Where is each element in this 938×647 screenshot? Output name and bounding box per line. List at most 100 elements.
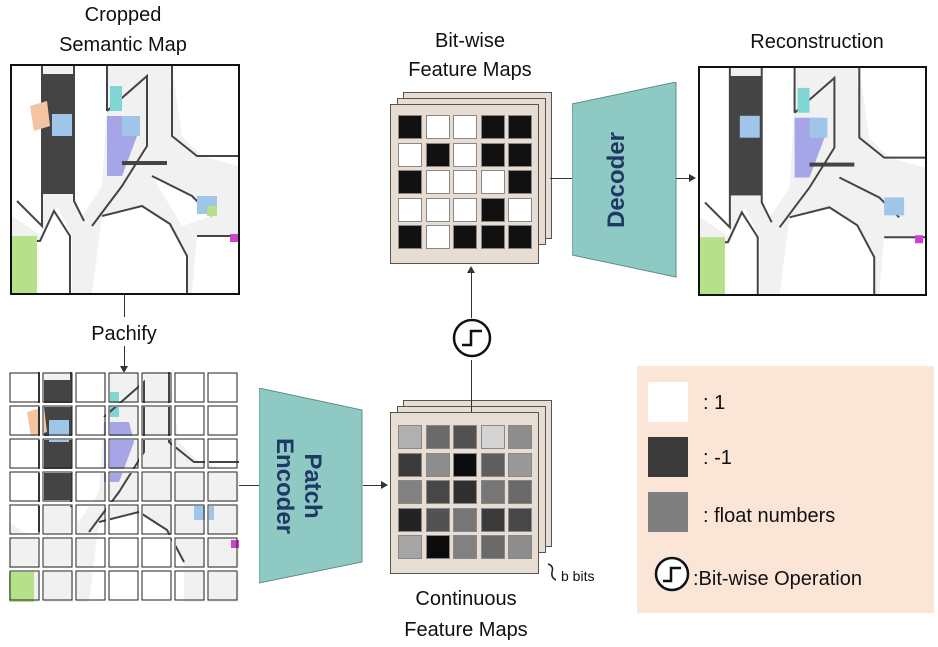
cropped-label-line1: Cropped <box>84 4 162 26</box>
bitwise-cell <box>398 115 422 139</box>
patch-cell <box>141 438 172 469</box>
continuous-label-line1: Continuous <box>415 588 517 610</box>
b-bits-brace <box>547 563 557 581</box>
patch-cell <box>75 372 106 403</box>
continuous-label-line2: Feature Maps <box>404 619 528 641</box>
patch-cell <box>207 570 238 601</box>
patch-cell <box>42 471 73 502</box>
continuous-cell <box>425 452 450 477</box>
legend-gray-text: : float numbers <box>703 505 836 527</box>
maps-up-line-upper <box>471 273 472 318</box>
bitwise-cell <box>480 142 505 167</box>
patch-cell <box>207 537 238 568</box>
bitwise-operation-icon <box>452 318 492 358</box>
b-bits-label: b bits <box>561 568 595 584</box>
patch-cell <box>9 570 40 601</box>
patch-cell <box>42 438 73 469</box>
pachify-connector <box>124 295 125 317</box>
patch-cell <box>108 471 139 502</box>
decoder-to-recon-line <box>676 178 690 179</box>
continuous-cell <box>453 535 477 559</box>
bitwise-cell <box>508 142 532 167</box>
continuous-cell <box>398 480 422 504</box>
patch-cell <box>141 537 172 568</box>
legend-white-swatch <box>648 382 688 422</box>
patch-cell <box>108 570 139 601</box>
bitwise-label-line1: Bit-wise <box>434 30 505 52</box>
legend-black-text: : -1 <box>703 447 732 469</box>
patch-cell <box>174 438 205 469</box>
patch-cell <box>108 438 139 469</box>
patch-cell <box>141 570 172 601</box>
pachify-arrowhead <box>120 366 128 373</box>
bitwise-cell <box>453 197 477 222</box>
bitwise-cell <box>398 197 422 222</box>
bitwise-cell <box>480 225 505 249</box>
patch-cell <box>9 372 40 403</box>
bitwise-to-decoder-line <box>550 178 574 179</box>
patch-cell <box>174 504 205 535</box>
patch-cell <box>207 405 238 436</box>
bitwise-cell <box>508 197 532 222</box>
continuous-cell <box>508 507 532 532</box>
patch-cell <box>75 471 106 502</box>
pachify-label: Pachify <box>91 323 157 345</box>
continuous-cell <box>398 535 422 559</box>
continuous-cell <box>425 535 450 559</box>
reconstruction-image <box>700 68 925 294</box>
bitwise-cell <box>508 170 532 194</box>
continuous-cell <box>480 452 505 477</box>
patch-cell <box>141 471 172 502</box>
continuous-cell <box>398 507 422 532</box>
patch-cell <box>75 405 106 436</box>
bitwise-cell <box>425 197 450 222</box>
patches-to-encoder-line <box>239 485 261 486</box>
bitwise-cell <box>508 115 532 139</box>
patch-cell <box>108 372 139 403</box>
encoder-to-maps-line <box>363 485 383 486</box>
bitwise-cell <box>453 142 477 167</box>
patch-cell <box>75 570 106 601</box>
patch-cell <box>9 471 40 502</box>
continuous-cell <box>480 535 505 559</box>
patch-cell <box>9 504 40 535</box>
continuous-cell <box>453 425 477 449</box>
decoder: Decoder <box>572 82 677 278</box>
bitwise-cell <box>508 225 532 249</box>
patch-encoder-label-line1: Patch <box>299 453 326 518</box>
bitwise-cell <box>425 170 450 194</box>
patch-cell <box>141 372 172 403</box>
patch-cell <box>174 537 205 568</box>
continuous-cell <box>508 452 532 477</box>
patch-cell <box>42 537 73 568</box>
bitwise-cell <box>453 170 477 194</box>
continuous-cell <box>425 480 450 504</box>
legend-black-swatch <box>648 437 688 477</box>
patch-cell <box>42 570 73 601</box>
continuous-feature-map <box>390 412 539 574</box>
continuous-cell <box>398 452 422 477</box>
continuous-cell <box>508 480 532 504</box>
legend-white-text: : 1 <box>703 392 726 414</box>
patch-cell <box>108 537 139 568</box>
patch-cell <box>42 372 73 403</box>
patch-cell <box>207 438 238 469</box>
continuous-cell <box>453 507 477 532</box>
legend-step-text: :Bit-wise Operation <box>693 568 862 590</box>
bitwise-cell <box>425 142 450 167</box>
decoder-label: Decoder <box>603 132 630 228</box>
bitwise-feature-map <box>390 104 539 264</box>
bitwise-cell <box>425 225 450 249</box>
continuous-cell <box>453 480 477 504</box>
bitwise-cell <box>453 115 477 139</box>
maps-up-line-lower <box>471 360 472 412</box>
continuous-cell <box>480 425 505 449</box>
patch-cell <box>9 537 40 568</box>
patch-cell <box>141 504 172 535</box>
patch-cell <box>75 537 106 568</box>
bitwise-cell <box>398 170 422 194</box>
patch-cell <box>108 405 139 436</box>
bitwise-cell <box>480 115 505 139</box>
patch-cell <box>108 504 139 535</box>
patch-cell <box>174 471 205 502</box>
